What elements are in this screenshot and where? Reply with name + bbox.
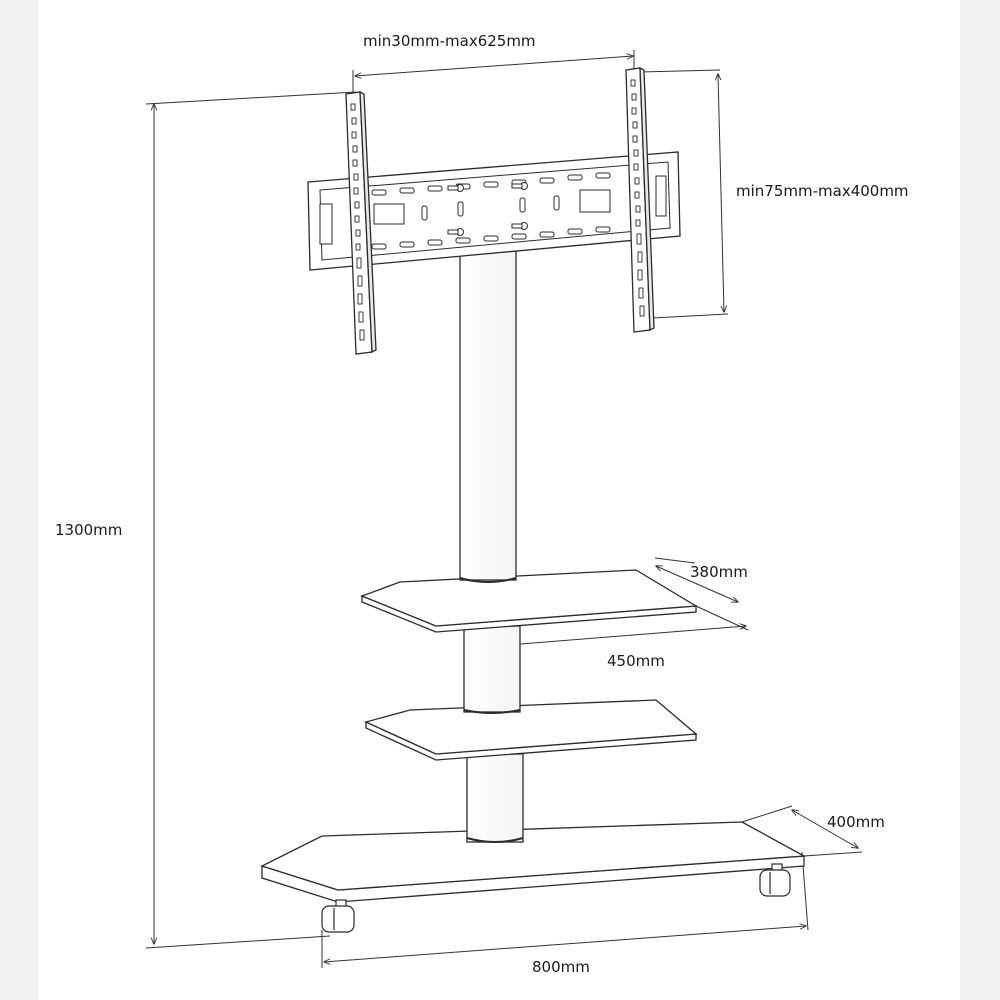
dimension-lines — [145, 50, 863, 968]
wall-plate — [307, 151, 681, 271]
base-wheel-front — [321, 899, 355, 933]
wall-plate-slots — [319, 172, 667, 250]
bracket-height-dimension-line — [718, 74, 724, 312]
pole-lower — [466, 753, 524, 843]
height-extension-bottom — [145, 935, 331, 949]
bracket-arm-right — [625, 66, 655, 333]
pole-middle — [463, 625, 521, 714]
bracket-height-label: min75mm-max400mm — [736, 182, 909, 200]
bracket-arm-right-holes — [630, 79, 645, 317]
shelf-depth-label: 380mm — [690, 563, 748, 581]
bracket-height-extension-bottom — [651, 313, 729, 319]
total-height-label: 1300mm — [55, 521, 123, 539]
pole-upper — [459, 245, 517, 583]
base-depth-dimension-line — [792, 810, 858, 848]
bracket-arm-left-holes — [350, 103, 365, 341]
bracket-width-dimension-line — [355, 56, 633, 76]
base-depth-extension-bottom — [803, 851, 863, 857]
base-width-dimension-line — [324, 926, 806, 962]
bracket-height-extension-top — [639, 69, 721, 73]
mounting-screws — [447, 182, 528, 236]
lower-shelf — [364, 699, 698, 761]
base-plate-top — [260, 821, 807, 891]
height-extension-top — [145, 91, 357, 105]
base-width-label: 800mm — [532, 958, 590, 976]
bracket-width-label: min30mm-max625mm — [363, 32, 536, 50]
upper-shelf-top — [360, 569, 699, 627]
shelf-depth-dimension-line — [656, 566, 738, 602]
base-depth-extension-top — [741, 805, 793, 823]
lower-shelf-top — [364, 699, 698, 755]
shelf-width-label: 450mm — [607, 652, 665, 670]
base-depth-label: 400mm — [827, 813, 885, 831]
base-wheel-rear — [759, 863, 791, 897]
base-plate — [260, 821, 807, 903]
shelf-depth-extension — [654, 557, 696, 564]
bracket-arm-left — [345, 90, 377, 355]
upper-shelf — [360, 569, 699, 633]
wall-plate-body — [307, 151, 681, 271]
